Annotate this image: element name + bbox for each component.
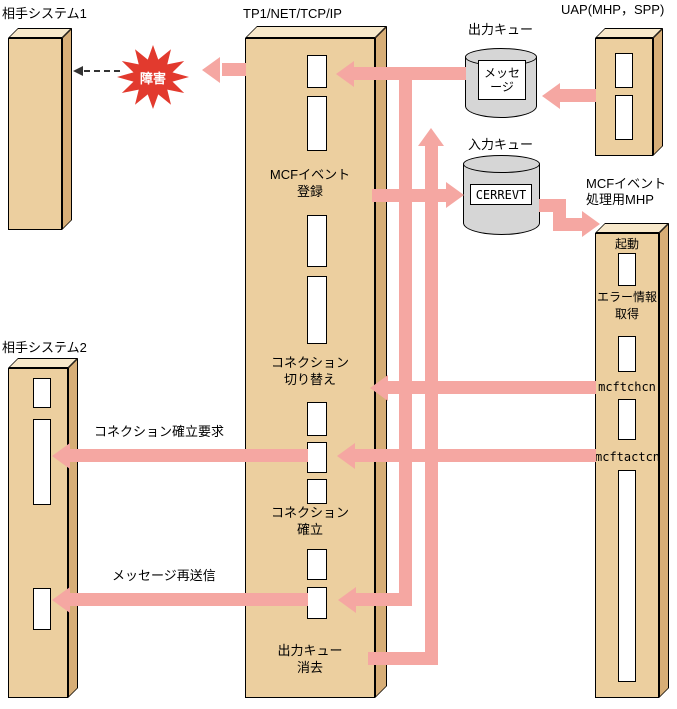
arrow-outqueue-resend-horizontal (356, 593, 412, 606)
tp1-slot (307, 479, 327, 504)
mhp-box (595, 223, 669, 698)
arrow-mcftchcn-to-tp1 (388, 381, 596, 394)
dashed-arrow-failure-to-partner1 (84, 70, 120, 72)
message-resend-label: メッセージ再送信 (112, 568, 216, 583)
tp1-step-connection-switch: コネクション 切り替え (270, 355, 349, 387)
uap-slot (615, 53, 633, 88)
mhp-slot (618, 399, 636, 440)
tp1-slot (307, 549, 327, 580)
box-side-face (68, 358, 78, 698)
tp1-slot (307, 96, 327, 151)
arrow-mcftactcn-to-tp1-head-icon (337, 443, 355, 469)
arrow-connection-request (70, 449, 308, 462)
output-queue-message: メッセ ージ (478, 60, 526, 100)
tp1-slot (307, 276, 327, 344)
mhp-step-mcftactcn: mcftactcn (595, 450, 661, 464)
arrow-outqueue-to-tp1-head-icon (336, 61, 354, 87)
partner2-slot (33, 378, 51, 408)
arrow-uap-to-outqueue (560, 89, 596, 102)
mhp-step-start: 起動 (614, 237, 639, 251)
input-queue-label: 入力キュー (468, 137, 534, 152)
tp1-slot (307, 215, 327, 267)
connection-request-label: コネクション確立要求 (94, 424, 225, 439)
arrow-tp1-to-failure-head-icon (202, 57, 220, 83)
input-queue-cerrevt: CERREVT (470, 184, 532, 205)
arrow-outqueue-resend-head-icon (338, 587, 356, 613)
failure-label: 障害 (139, 70, 166, 86)
arrow-connection-request-head-icon (52, 443, 70, 469)
arrow-tp1-to-failure (222, 63, 246, 76)
arrow-mcftchcn-to-tp1-head-icon (370, 375, 388, 401)
arrow-queue-delete-vertical (425, 145, 438, 665)
arrow-tp1-to-inqueue-head-icon (446, 182, 464, 208)
partner-system-1-label: 相手システム1 (2, 6, 87, 21)
box-top-face (8, 358, 78, 368)
arrow-inqueue-to-mhp-head-icon (582, 211, 600, 237)
mhp-step-error-info: エラー情報 取得 (596, 290, 657, 321)
box-side-face (653, 28, 663, 156)
arrow-queue-delete-horizontal (368, 652, 438, 665)
tp1-step-output-queue-delete: 出力キュー 消去 (277, 643, 343, 675)
failure-burst-icon (117, 45, 189, 109)
partner2-slot (33, 419, 51, 505)
tp1-step-mcf-event-register: MCFイベント 登録 (269, 167, 351, 199)
mhp-slot (618, 470, 636, 682)
box-side-face (659, 223, 669, 698)
arrow-uap-to-outqueue-head-icon (542, 83, 560, 109)
mhp-step-mcftchcn: mcftchcn (598, 380, 656, 394)
arrow-message-resend (70, 593, 308, 606)
tp1-slot (307, 587, 327, 619)
partner-system-1-box (8, 28, 72, 230)
box-front-face (8, 38, 62, 230)
partner-system-2-box (8, 358, 78, 698)
arrow-inqueue-to-mhp-seg3 (553, 218, 582, 231)
mhp-slot (618, 253, 636, 286)
tp1-step-connection-establish: コネクション 確立 (270, 505, 349, 537)
box-top-face (595, 223, 669, 233)
partner2-slot (33, 588, 51, 630)
box-front-face (595, 233, 659, 698)
tp1-slot (307, 442, 327, 473)
tp1-slot (307, 402, 327, 436)
uap-slot (615, 95, 633, 140)
tp1-slot (307, 55, 327, 88)
partner-system-2-label: 相手システム2 (2, 340, 87, 355)
arrow-message-resend-head-icon (52, 587, 70, 613)
box-top-face (245, 26, 387, 38)
dashed-arrowhead-left-icon (73, 66, 83, 76)
cylinder-top (463, 155, 540, 173)
arrow-outqueue-resend-vertical (399, 67, 412, 606)
arrow-queue-delete-head-icon (418, 128, 444, 146)
mhp-label: MCFイベント 処理用MHP (586, 176, 667, 207)
arrow-mcftactcn-to-tp1 (355, 449, 596, 462)
output-queue-label: 出力キュー (468, 22, 534, 37)
mhp-slot (618, 336, 636, 372)
box-front-face (8, 368, 68, 698)
box-side-face (62, 28, 72, 230)
tp1-label: TP1/NET/TCP/IP (243, 6, 342, 21)
uap-label: UAP(MHP，SPP) (561, 2, 665, 17)
